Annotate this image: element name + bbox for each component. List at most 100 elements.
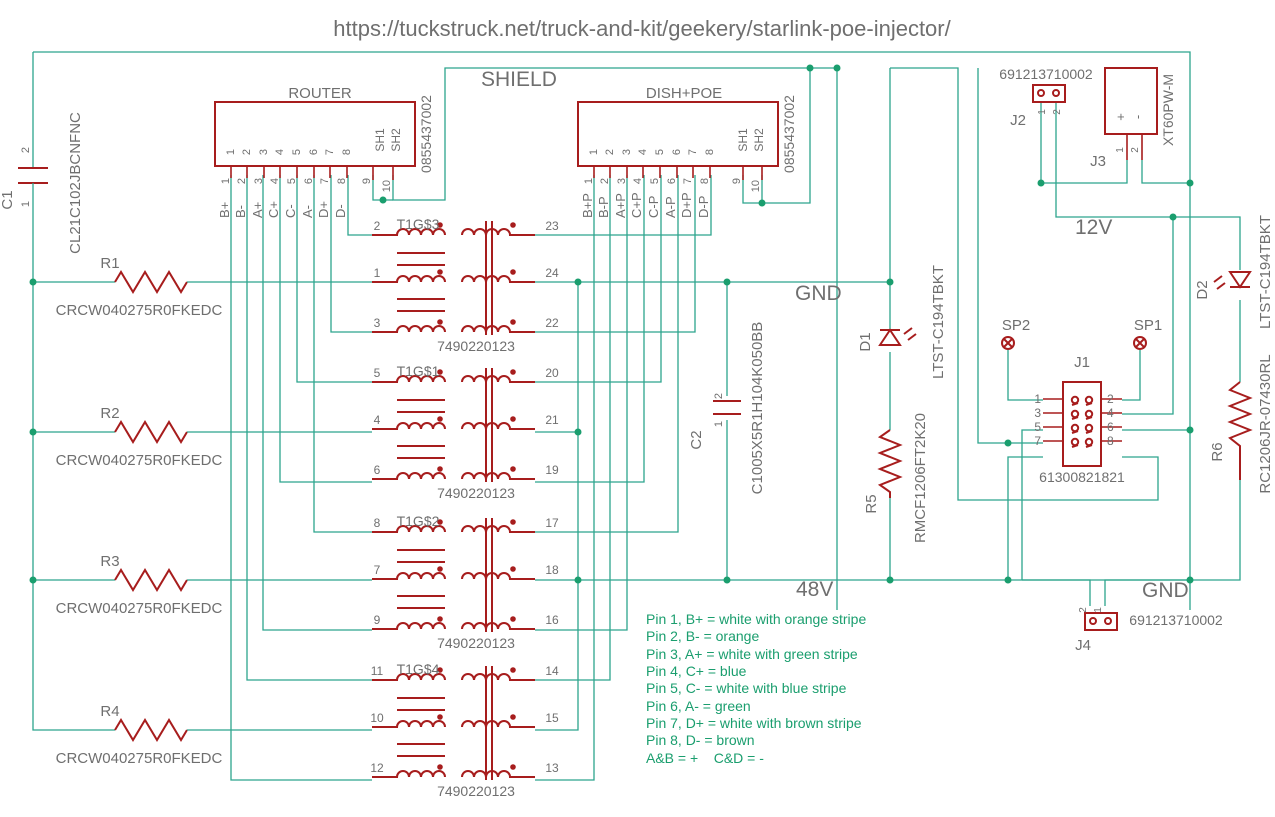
wires: [32, 51, 1241, 781]
dish-pin-number-outer: 7: [682, 178, 694, 184]
xfmr-pin-left: 11: [371, 664, 384, 678]
resistor-part: CRCW040275R0FKEDC: [56, 600, 223, 617]
j4-part: 691213710002: [1129, 612, 1223, 628]
router-pin-number: 7: [324, 149, 336, 155]
dish-pin-number-outer: 2: [599, 178, 611, 184]
router-signal-label: C+: [266, 201, 281, 218]
r6-name: R6: [1209, 442, 1226, 461]
dish-pin-number: 7: [687, 149, 699, 155]
router-pin-number: 8: [341, 149, 353, 155]
dish-pin-number: 1: [588, 149, 600, 155]
xfmr-part: 7490220123: [437, 783, 515, 799]
net-label-gnd-right: GND: [1142, 579, 1189, 602]
resistor-part: CRCW040275R0FKEDC: [56, 302, 223, 319]
router-signal-label: D+: [316, 201, 331, 218]
xfmr-pin-right: 24: [545, 266, 559, 280]
xfmr-pin-left: 1: [374, 266, 381, 280]
router-pin-number-outer: 5: [286, 178, 298, 184]
router-part: 0855437002: [418, 95, 434, 173]
wire-color-notes: Pin 1, B+ = white with orange stripe Pin…: [646, 611, 866, 766]
router-pin-number-outer: 3: [253, 178, 265, 184]
c1-pin1: 1: [20, 201, 32, 207]
dish-pin-number: 6: [671, 149, 683, 155]
xfmr-pin-right: 21: [545, 413, 559, 427]
xfmr-pin-left: 2: [374, 219, 381, 233]
xfmr-pin-right: 16: [545, 613, 559, 627]
note-line: Pin 6, A- = green: [646, 698, 751, 714]
dish-label: DISH+POE: [646, 85, 722, 102]
resistor-name: R1: [100, 255, 119, 272]
j1-pin-right: 4: [1107, 406, 1114, 420]
j2-name: J2: [1010, 112, 1026, 129]
dish-pin10: 10: [750, 180, 762, 192]
xfmr-pin-right: 22: [545, 316, 559, 330]
note-line: Pin 2, B- = orange: [646, 628, 759, 644]
connector-j3: + - XT60PW-M J3 1 2: [1090, 67, 1176, 170]
dish-pin-number-outer: 8: [699, 178, 711, 184]
xfmr-name: T1G$2: [397, 513, 440, 529]
capacitor-c2: C2 2 1 C1005X5R1H104K050BB: [688, 322, 766, 495]
net-label-gnd: GND: [795, 282, 842, 305]
r5-name: R5: [863, 494, 880, 513]
c1-name: C1: [0, 190, 16, 209]
dish-pin-number: 3: [621, 149, 633, 155]
xfmr-part: 7490220123: [437, 485, 515, 501]
j1-part: 61300821821: [1039, 469, 1125, 485]
source-url: https://tuckstruck.net/truck-and-kit/gee…: [333, 16, 951, 41]
c2-name: C2: [688, 430, 705, 449]
router-connector: ROUTER 0855437002 11B+22B-33A+44C+55C-66…: [214, 85, 434, 218]
router-pin-number-outer: 2: [236, 178, 248, 184]
j4-pin1: 1: [1093, 607, 1104, 613]
r6-part: RC1206JR-07430RL: [1257, 354, 1274, 493]
router-pin-number: 3: [258, 149, 270, 155]
router-pin-number: 6: [308, 149, 320, 155]
resistor-r6: R6 RC1206JR-07430RL: [1209, 354, 1274, 493]
xfmr-name: T1G$1: [397, 363, 440, 379]
dish-part: 0855437002: [781, 95, 797, 173]
dish-sh1: SH1: [736, 128, 750, 152]
router-label: ROUTER: [288, 85, 352, 102]
j2-part: 691213710002: [999, 66, 1093, 82]
note-line: Pin 1, B+ = white with orange stripe: [646, 611, 866, 627]
router-pin-number: 2: [241, 149, 253, 155]
j1-pin-left: 3: [1034, 406, 1041, 420]
xfmr-pin-left: 5: [374, 366, 381, 380]
led-d1: D1 LTST-C194TBKT: [857, 265, 947, 379]
dish-pin-number-outer: 6: [666, 178, 678, 184]
j1-pin-left: 1: [1034, 392, 1041, 406]
router-signal-label: C-: [283, 204, 298, 218]
router-pin-number-outer: 1: [220, 178, 232, 184]
xfmr-pin-left: 10: [370, 711, 384, 725]
j1-pin-right: 2: [1107, 392, 1114, 406]
dish-pin-number-outer: 4: [632, 178, 644, 184]
dish-pin-number-outer: 3: [616, 178, 628, 184]
dish-pin-number: 4: [637, 149, 649, 155]
connector-j2: 691213710002 J2 1 2: [999, 66, 1093, 129]
dish-pin-number-outer: 1: [583, 178, 595, 184]
j1-pin-right: 8: [1107, 434, 1114, 448]
resistor-name: R4: [100, 703, 119, 720]
dish-pin-number: 2: [604, 149, 616, 155]
dish-pin-number: 8: [704, 149, 716, 155]
c1-part: CL21C102JBCNFNC: [67, 112, 84, 254]
resistor-r5: R5 RMCF1206FT2K20: [863, 413, 929, 543]
j1-pin-right: 6: [1107, 420, 1114, 434]
xfmr-pin-left: 4: [374, 413, 381, 427]
c1-pin2: 2: [20, 147, 32, 153]
j2-pin1: 1: [1037, 109, 1048, 115]
sp1-label: SP1: [1134, 317, 1162, 334]
j3-pin2: 2: [1130, 147, 1141, 153]
d2-name: D2: [1194, 280, 1211, 299]
j1-name: J1: [1074, 354, 1090, 371]
router-pin-number-outer: 8: [336, 178, 348, 184]
j3-minus: -: [1130, 115, 1145, 119]
xfmr-pin-left: 6: [374, 463, 381, 477]
router-pin9: 9: [361, 178, 373, 184]
